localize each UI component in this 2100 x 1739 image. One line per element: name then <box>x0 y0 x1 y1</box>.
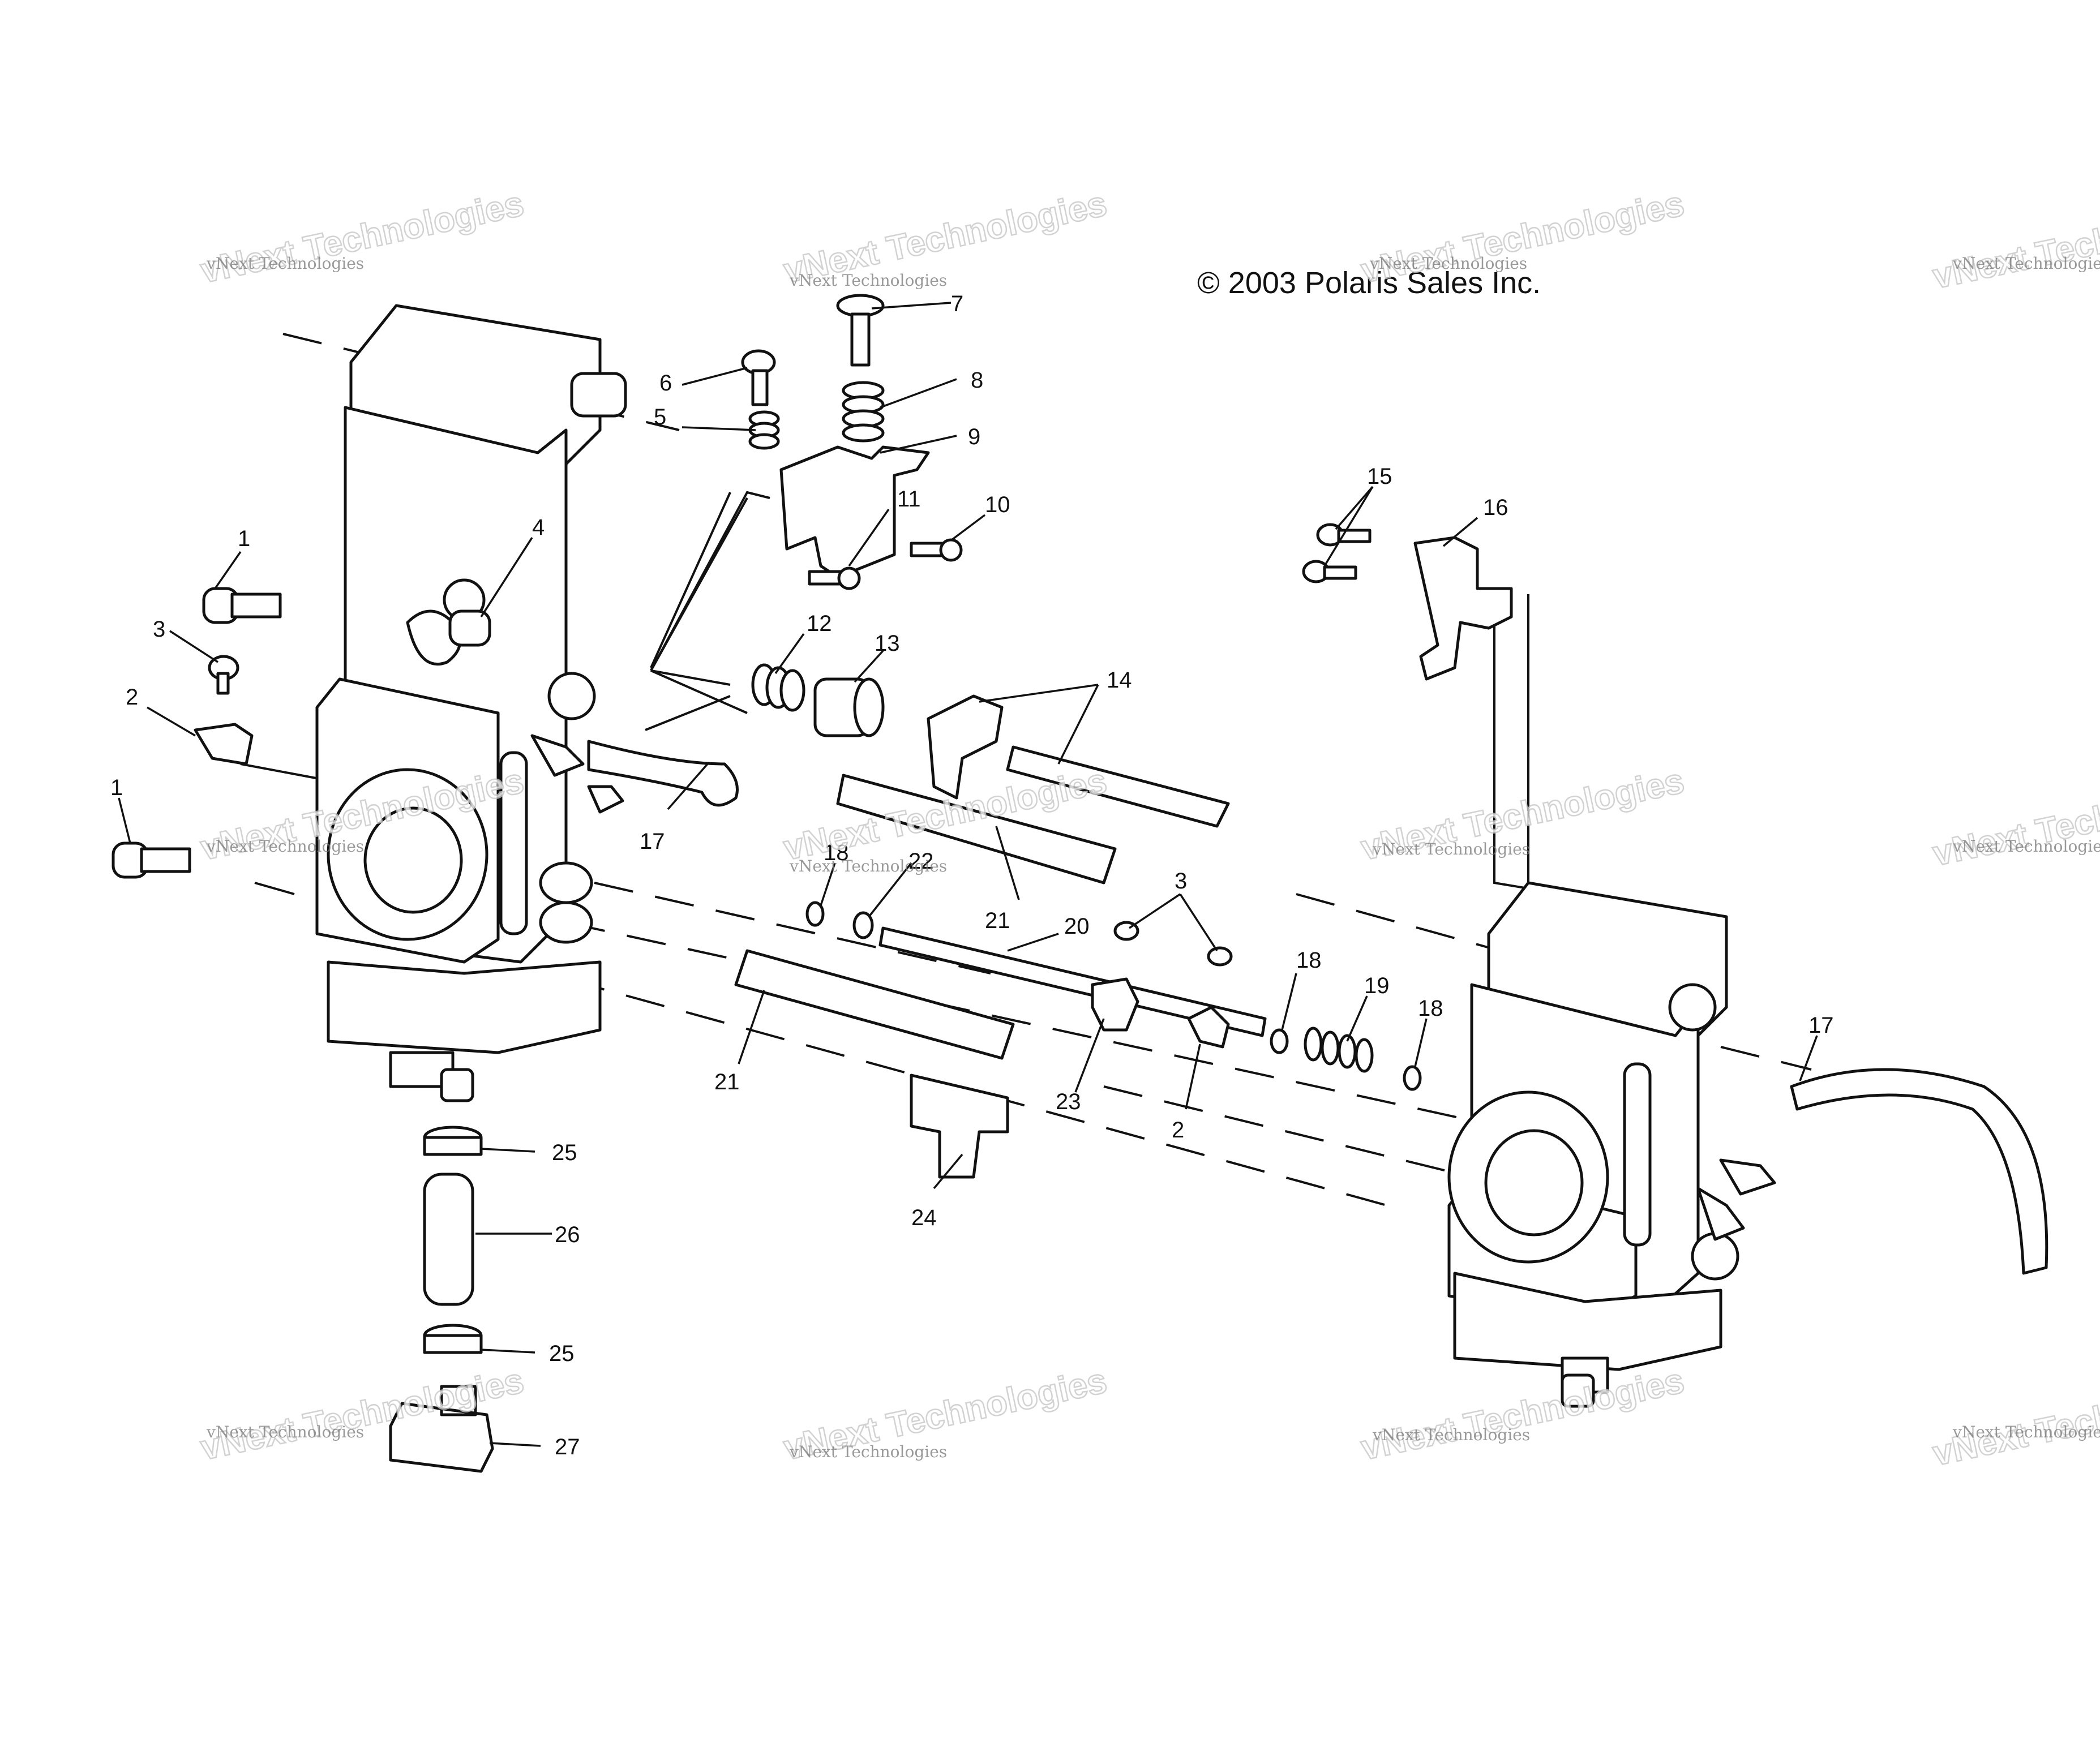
callout-13: 13 <box>875 631 900 656</box>
part-screw-10 <box>910 538 963 562</box>
callout-3-right: 3 <box>1175 869 1187 894</box>
callout-17-left: 17 <box>640 829 665 854</box>
callout-8: 8 <box>971 368 983 393</box>
part-adjuster <box>836 294 885 367</box>
watermark-small: vNext Technologies <box>206 1423 364 1441</box>
callout-22: 22 <box>908 849 934 874</box>
part-screw-15b <box>1302 560 1357 583</box>
part-shaft <box>878 926 1267 1037</box>
copyright-notice: © 2003 Polaris Sales Inc. <box>1197 266 1541 300</box>
callout-26: 26 <box>555 1222 580 1247</box>
part-bracket-right <box>1413 536 1513 681</box>
left-carburetor-body <box>315 304 627 1102</box>
callout-6: 6 <box>659 371 672 396</box>
watermark-large: vNext Technologies <box>1930 767 2100 873</box>
watermark-large: vNext Technologies <box>1930 190 2100 296</box>
callout-18-mid: 18 <box>1296 948 1322 973</box>
part-screw-11 <box>808 566 861 590</box>
part-lever <box>927 694 1004 800</box>
callout-18-left: 18 <box>824 840 849 865</box>
part-sleeve <box>813 677 885 737</box>
watermark-small: vNext Technologies <box>1372 840 1530 858</box>
part-roller <box>448 609 491 647</box>
callout-4: 4 <box>532 515 545 540</box>
watermark-small: vNext Technologies <box>1952 254 2100 273</box>
callout-21-lower: 21 <box>714 1070 740 1094</box>
callout-23: 23 <box>1056 1089 1081 1114</box>
right-carburetor-body <box>1447 881 1776 1408</box>
part-spring-19 <box>1304 1027 1374 1073</box>
part-screw-small-left <box>208 655 239 695</box>
callout-14: 14 <box>1107 668 1132 693</box>
callout-7: 7 <box>951 291 963 316</box>
callout-1-upper: 1 <box>238 526 250 551</box>
part-clip-left <box>194 723 254 766</box>
part-spring-small <box>748 410 780 450</box>
part-clip-right <box>1187 1006 1230 1049</box>
part-clamp-lower <box>423 1324 483 1354</box>
watermark-small: vNext Technologies <box>1369 254 1527 273</box>
callout-12: 12 <box>807 611 832 636</box>
watermark-small: vNext Technologies <box>1952 837 2100 856</box>
watermark-small: vNext Technologies <box>206 837 364 856</box>
part-screw-3b <box>1207 946 1233 967</box>
callout-21-upper: 21 <box>985 908 1010 933</box>
watermark-large: vNext Technologies <box>1358 1361 1688 1467</box>
watermark-small: vNext Technologies <box>789 857 947 875</box>
part-e-clip <box>852 911 874 939</box>
callout-3-left: 3 <box>153 617 165 642</box>
callout-17-right: 17 <box>1808 1013 1834 1038</box>
watermark-large: vNext Technologies <box>198 184 528 290</box>
hardware-parts <box>112 294 2048 1473</box>
callout-24: 24 <box>911 1205 937 1230</box>
part-screw-top <box>741 349 776 406</box>
callout-11: 11 <box>897 487 921 512</box>
callout-16: 16 <box>1483 495 1508 520</box>
part-hose-left <box>587 740 739 807</box>
part-rod-lower <box>734 949 1015 1060</box>
callout-2-right: 2 <box>1172 1118 1184 1143</box>
watermark-small: vNext Technologies <box>789 1442 947 1461</box>
callout-1-lower: 1 <box>110 775 123 800</box>
callout-2-left: 2 <box>126 685 138 710</box>
part-clamp-upper <box>423 1126 483 1156</box>
callout-25-upper: 25 <box>552 1140 577 1165</box>
callout-18-right: 18 <box>1418 996 1443 1021</box>
part-washer-18a <box>805 901 825 927</box>
part-bracket-top <box>779 445 930 579</box>
part-screw-upper <box>202 587 282 624</box>
part-torsion-spring <box>751 663 805 712</box>
callout-27: 27 <box>555 1435 580 1459</box>
callout-labels: 1 3 2 1 4 5 6 7 8 9 10 11 12 13 14 15 16… <box>110 291 1834 1459</box>
callout-10: 10 <box>985 492 1010 517</box>
part-washer-18c <box>1403 1065 1422 1091</box>
part-tee-lower <box>389 1385 494 1473</box>
callout-20: 20 <box>1064 914 1090 939</box>
watermark-small: vNext Technologies <box>789 271 947 290</box>
alignment-lines <box>240 333 1812 1206</box>
part-hose-right <box>1790 1068 2048 1275</box>
part-throttle-lever <box>1091 977 1139 1032</box>
watermark-small: vNext Technologies <box>206 254 364 273</box>
callout-9: 9 <box>968 424 980 449</box>
part-screw-15a <box>1316 523 1372 547</box>
part-screw-lower <box>112 841 191 879</box>
watermark-large: vNext Technologies <box>1930 1367 2100 1473</box>
leader-lines <box>118 302 1818 1447</box>
part-rod-upper <box>836 774 1117 884</box>
part-spring-large <box>842 381 885 443</box>
callout-5: 5 <box>654 405 666 430</box>
callout-19: 19 <box>1364 973 1390 998</box>
watermark-small: vNext Technologies <box>1952 1423 2100 1441</box>
part-hose-piece <box>423 1173 474 1306</box>
part-rod-14 <box>1006 745 1230 828</box>
callout-15: 15 <box>1367 464 1392 489</box>
callout-25-lower: 25 <box>549 1341 575 1366</box>
watermark-small: vNext Technologies <box>1372 1425 1530 1444</box>
part-washer-18b <box>1270 1028 1289 1054</box>
part-tee-fitting <box>910 1074 1009 1179</box>
